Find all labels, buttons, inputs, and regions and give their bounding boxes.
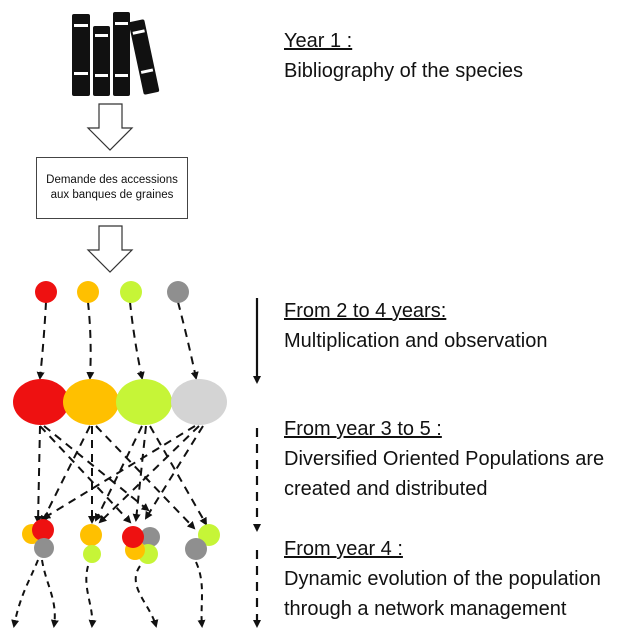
stage-2-heading: From 2 to 4 years: — [284, 300, 447, 322]
stage-3-text: From year 3 to 5 : Diversified Oriented … — [284, 414, 628, 504]
mix-3 — [122, 526, 160, 564]
flow-arrow — [177, 301, 199, 380]
flow-arrow — [36, 301, 47, 380]
flow-arrow — [86, 301, 95, 380]
evolution-arrow — [41, 559, 59, 628]
evolution-arrow — [195, 561, 206, 628]
stage-1-text: Year 1 : Bibliography of the species — [284, 26, 624, 86]
stage-1-heading: Year 1 : — [284, 30, 353, 52]
stage-3-heading: From year 3 to 5 : — [284, 418, 442, 440]
hollow-arrow-2 — [86, 225, 134, 273]
seed-orange — [77, 281, 99, 303]
stage-4-text: From year 4 : Dynamic evolution of the p… — [284, 534, 630, 624]
cross-arrow — [34, 425, 43, 524]
cross-arrow — [42, 425, 196, 520]
stage-4-description: Dynamic evolution of the population thro… — [284, 568, 601, 620]
population-red — [13, 379, 69, 425]
seed-red — [35, 281, 57, 303]
cross-arrow — [39, 425, 132, 524]
stage-4-heading: From year 4 : — [284, 538, 403, 560]
evolution-arrow — [134, 565, 159, 628]
cross-arrow — [144, 425, 204, 520]
seed-green — [120, 281, 142, 303]
seed-grey — [167, 281, 189, 303]
stage-2-description: Multiplication and observation — [284, 330, 548, 352]
flow-arrow — [129, 301, 145, 380]
stage-3-description: Diversified Oriented Populations are cre… — [284, 448, 605, 500]
evolution-arrow — [85, 565, 97, 628]
seed-bank-request-box: Demande des accessions aux banques de gr… — [36, 157, 188, 219]
population-green — [116, 379, 172, 425]
mix-2 — [80, 524, 102, 563]
hollow-arrow-1 — [86, 103, 134, 151]
cross-arrow — [95, 425, 143, 522]
evolution-arrow — [11, 559, 39, 628]
request-box-text: Demande des accessions aux banques de gr… — [46, 174, 178, 201]
stage-2-text: From 2 to 4 years: Multiplication and ob… — [284, 296, 624, 356]
cross-arrow — [43, 425, 150, 512]
mix-4 — [185, 524, 220, 560]
population-orange — [63, 379, 119, 425]
cross-arrow — [41, 425, 91, 524]
cross-arrow — [132, 425, 147, 522]
books-icon — [72, 12, 160, 96]
population-grey — [171, 379, 227, 425]
stage-1-description: Bibliography of the species — [284, 60, 524, 82]
mix-1 — [22, 519, 54, 558]
cross-arrow — [149, 425, 207, 526]
cross-arrow — [98, 425, 200, 524]
